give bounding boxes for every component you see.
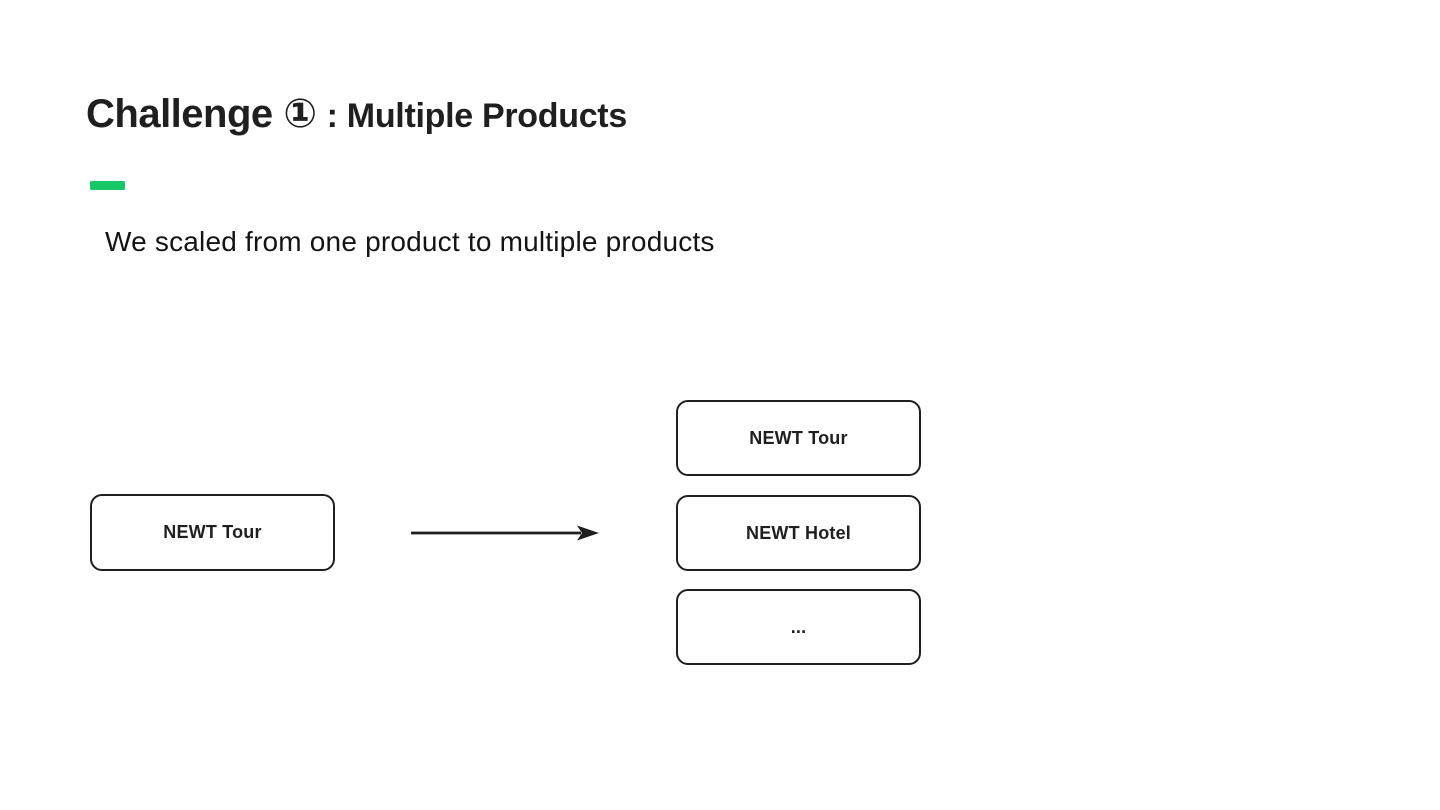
node-after-ellipsis: ... [676, 589, 921, 665]
subtitle: We scaled from one product to multiple p… [105, 226, 715, 257]
right-arrow-icon [411, 525, 599, 541]
node-label: NEWT Tour [749, 427, 848, 448]
node-label: ... [790, 616, 807, 637]
title-prefix: Challenge ① [86, 92, 317, 136]
node-label: NEWT Tour [163, 522, 262, 542]
node-before-newt-tour: NEWT Tour [90, 494, 335, 571]
node-after-newt-hotel: NEWT Hotel [676, 495, 921, 571]
node-after-newt-tour: NEWT Tour [676, 400, 921, 476]
page-title: Challenge ①: Multiple Products [86, 92, 627, 136]
node-label: NEWT Hotel [746, 522, 851, 543]
title-suffix: : Multiple Products [326, 97, 628, 135]
accent-bar [90, 181, 125, 190]
